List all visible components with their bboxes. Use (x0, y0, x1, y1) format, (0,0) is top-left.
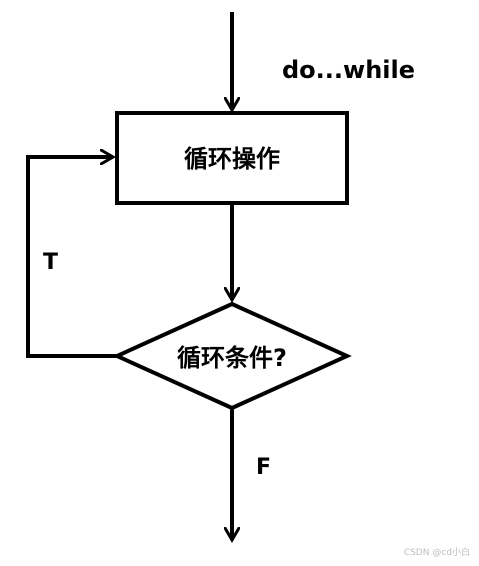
loop-type-title: do...while (282, 56, 415, 84)
watermark-text: CSDN @cd小白 (404, 546, 470, 558)
decision-label: 循环条件? (177, 344, 287, 372)
process-label: 循环操作 (184, 145, 280, 173)
true-label: T (43, 250, 58, 275)
true-loop-arrow (26, 157, 117, 358)
false-label: F (256, 455, 271, 480)
